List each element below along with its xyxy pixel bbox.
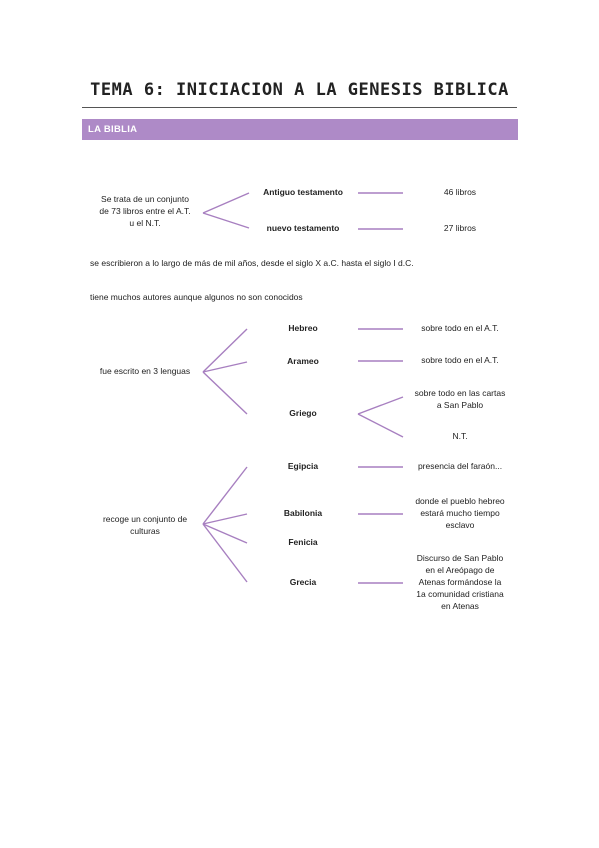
- connector-root1-nt: [202, 212, 250, 229]
- value-egipcia: presencia del faraón...: [417, 461, 503, 471]
- connector-griego-nt: [357, 413, 404, 438]
- branch-grecia: Grecia: [289, 577, 317, 587]
- value-babilonia-line-3: esclavo: [445, 520, 475, 530]
- connector-root3-babilonia: [202, 513, 248, 525]
- branch-hebreo: Hebreo: [288, 323, 318, 333]
- value-grecia-line-3: Atenas formándose la: [418, 577, 502, 587]
- branch-antiguo-testamento: Antiguo testamento: [263, 187, 343, 197]
- branch-babilonia: Babilonia: [283, 508, 323, 518]
- connector-root1-at: [202, 192, 250, 214]
- value-babilonia-line-2: estará mucho tiempo: [420, 508, 500, 518]
- root-culturas-line-1: recoge un conjunto de: [102, 514, 188, 524]
- root-biblia-line-3: u el N.T.: [129, 218, 161, 228]
- statement-autores: tiene muchos autores aunque algunos no s…: [90, 292, 303, 302]
- value-grecia-line-4: 1a comunidad cristiana: [416, 589, 504, 599]
- value-griego-cartas-line-1: sobre todo en las cartas: [414, 388, 506, 398]
- connector-root3-grecia: [202, 523, 248, 583]
- branch-egipcia: Egipcia: [287, 461, 319, 471]
- connector-griego-cartas: [357, 396, 404, 415]
- title-divider: [82, 107, 517, 108]
- root-lenguas: fue escrito en 3 lenguas: [99, 366, 191, 376]
- connector-root3-fenicia: [202, 523, 248, 544]
- section-header-label: LA BIBLIA: [88, 124, 138, 135]
- branch-arameo: Arameo: [287, 356, 319, 366]
- value-grecia-line-5: en Atenas: [441, 601, 479, 611]
- connector-root2-arameo: [202, 361, 248, 373]
- statement-periodo: se escribieron a lo largo de más de mil …: [90, 258, 414, 268]
- section-header-bar: LA BIBLIA: [82, 119, 518, 140]
- root-biblia-line-1: Se trata de un conjunto: [101, 194, 189, 204]
- value-hebreo: sobre todo en el A.T.: [421, 323, 499, 333]
- connector-root3-egipcia: [202, 466, 248, 525]
- branch-griego: Griego: [289, 408, 317, 418]
- value-babilonia-line-1: donde el pueblo hebreo: [415, 496, 505, 506]
- value-arameo: sobre todo en el A.T.: [421, 355, 499, 365]
- root-biblia-line-2: de 73 libros entre el A.T.: [99, 206, 191, 216]
- connector-root2-hebreo: [202, 328, 248, 373]
- value-grecia-line-2: en el Areópago de: [425, 565, 495, 575]
- branch-fenicia: Fenicia: [288, 537, 318, 547]
- value-at-libros: 46 libros: [443, 187, 477, 197]
- connector-root2-griego: [202, 371, 248, 415]
- value-griego-nt: N.T.: [452, 431, 468, 441]
- page-title: TEMA 6: INICIACION A LA GENESIS BIBLICA: [90, 80, 509, 100]
- value-griego-cartas-line-2: a San Pablo: [436, 400, 484, 410]
- root-culturas-line-2: culturas: [130, 526, 160, 536]
- value-nt-libros: 27 libros: [443, 223, 477, 233]
- branch-nuevo-testamento: nuevo testamento: [266, 223, 340, 233]
- value-grecia-line-1: Discurso de San Pablo: [416, 553, 504, 563]
